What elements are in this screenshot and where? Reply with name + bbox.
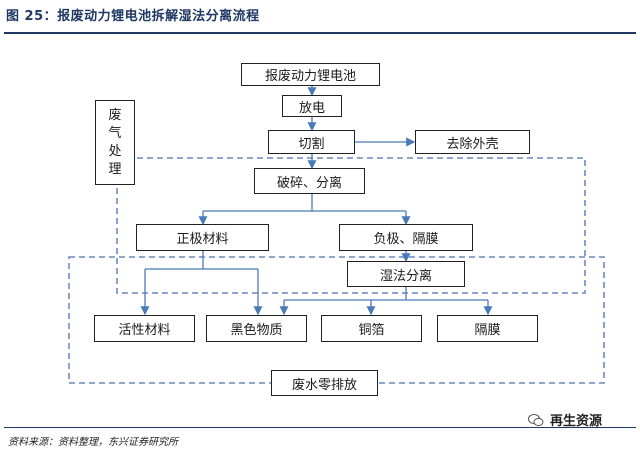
node-separator: 隔膜 (437, 315, 538, 342)
watermark: 再生资源 (528, 410, 602, 429)
footer-divider (4, 427, 636, 428)
title-divider (4, 32, 636, 34)
gas-treatment-char: 气 (108, 126, 122, 141)
source-note: 资料来源：资料整理，东兴证券研究所 (8, 437, 178, 448)
node-anode: 负极、隔膜 (339, 224, 473, 251)
node-cathode: 正极材料 (136, 224, 269, 251)
node-crush: 破碎、分离 (254, 168, 365, 194)
node-remove-shell: 去除外壳 (415, 130, 530, 154)
node-cutting: 切割 (268, 130, 355, 154)
gas-treatment-char: 废 (108, 108, 122, 123)
node-gas-treatment: 废 气 处 理 (95, 100, 135, 185)
node-wet-separation: 湿法分离 (347, 261, 465, 287)
wechat-icon (528, 413, 544, 426)
node-active-material: 活性材料 (94, 315, 195, 342)
node-black-mass: 黑色物质 (206, 315, 307, 342)
gas-treatment-char: 处 (108, 144, 122, 159)
node-zero-discharge: 废水零排放 (271, 370, 378, 396)
gas-loop-dashed-line (116, 157, 586, 294)
node-battery: 报废动力锂电池 (241, 63, 380, 86)
node-copper-foil: 铜箔 (321, 315, 422, 342)
figure-title: 图 25：报废动力锂电池拆解湿法分离流程 (6, 9, 260, 24)
node-discharge: 放电 (282, 95, 342, 117)
gas-treatment-char: 理 (108, 162, 122, 177)
watermark-text: 再生资源 (550, 414, 603, 429)
